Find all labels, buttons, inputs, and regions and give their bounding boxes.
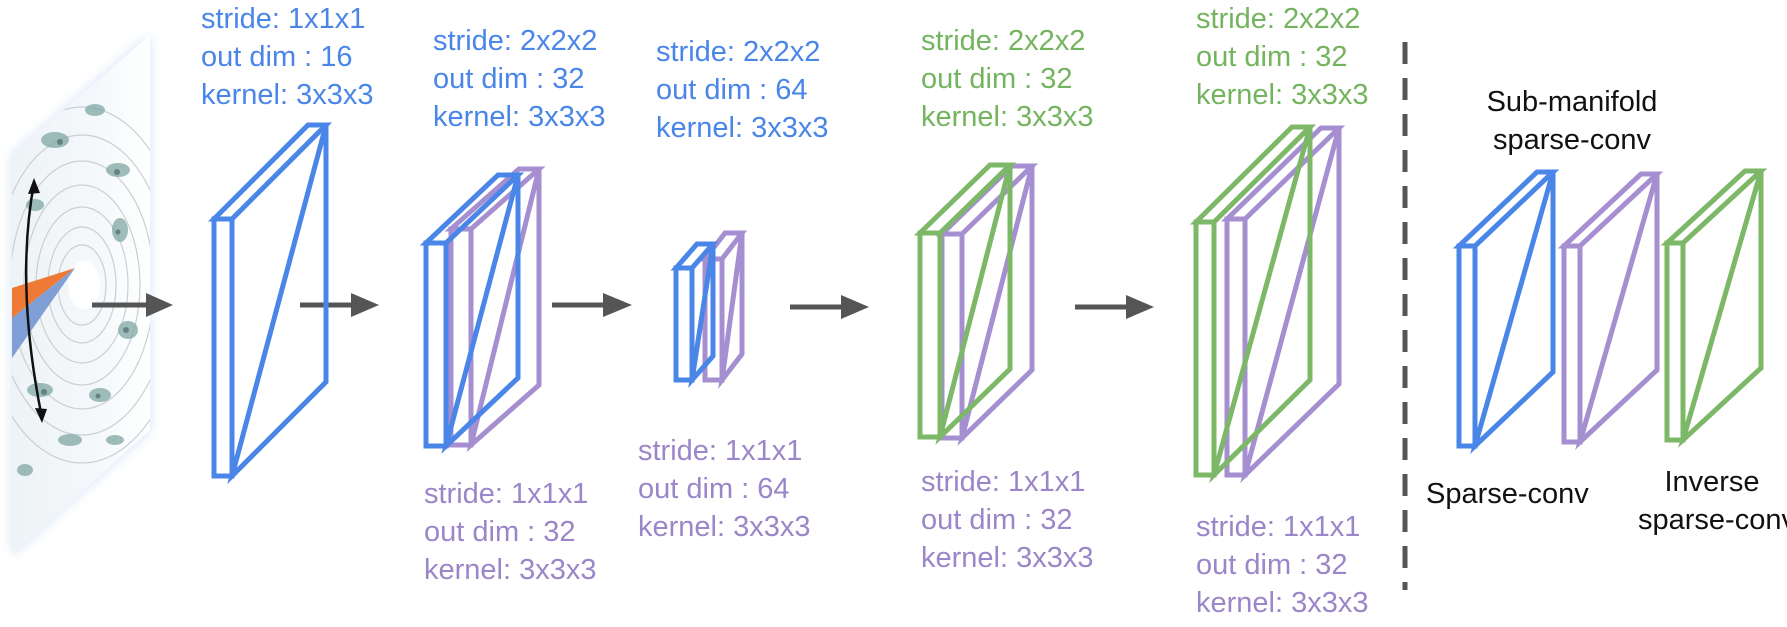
point-cloud-input-image — [12, 35, 150, 555]
stage-5-sub-out-dim: out dim : 32 — [1196, 549, 1348, 581]
stage-1-kernel: kernel: 3x3x3 — [201, 79, 374, 111]
stage-3-sub-stride: stride: 1x1x1 — [638, 435, 803, 467]
legend-submanifold-line-1: Sub-manifold — [1486, 86, 1658, 118]
layer-slabs — [207, 122, 1768, 485]
stage-5-up-spec: stride: 2x2x2 out dim : 32 kernel: 3x3x3 — [1196, 0, 1369, 114]
stage-2-down-stride: stride: 2x2x2 — [433, 25, 598, 57]
stage-5-up-out-dim: out dim : 32 — [1196, 41, 1348, 73]
legend-sparse-label: Sparse-conv — [1426, 475, 1589, 513]
stage-5-sub-kernel: kernel: 3x3x3 — [1196, 587, 1369, 619]
slab-stage-5-purple — [1220, 125, 1346, 484]
stage-3-sub-spec: stride: 1x1x1 out dim : 64 kernel: 3x3x3 — [638, 432, 811, 546]
stage-5-up-kernel: kernel: 3x3x3 — [1196, 79, 1369, 111]
stage-2-down-out-dim: out dim : 32 — [433, 63, 585, 95]
stage-4-up-stride: stride: 2x2x2 — [921, 25, 1086, 57]
flow-arrows — [92, 293, 1154, 319]
legend-sparse-slab — [1452, 169, 1560, 455]
stage-3-down-spec: stride: 2x2x2 out dim : 64 kernel: 3x3x3 — [656, 33, 829, 147]
stage-2-sub-kernel: kernel: 3x3x3 — [424, 554, 597, 586]
slab-stage-3-blue — [670, 241, 719, 389]
slab-stage-2-purple — [444, 166, 546, 453]
slab-stage-5-green — [1189, 124, 1317, 484]
stage-5-sub-stride: stride: 1x1x1 — [1196, 511, 1361, 543]
stage-4-up-kernel: kernel: 3x3x3 — [921, 101, 1094, 133]
flow-arrow — [300, 293, 379, 317]
legend-submanifold-line-2: sparse-conv — [1493, 124, 1651, 156]
slab-stage-4-purple — [935, 163, 1039, 446]
slab-stage-4-green — [913, 162, 1017, 445]
stage-3-down-out-dim: out dim : 64 — [656, 74, 808, 106]
legend-inverse-line-1: Inverse — [1664, 466, 1760, 498]
flow-arrow — [1075, 295, 1154, 319]
legend-submanifold-slab — [1557, 171, 1664, 451]
stage-1-stride: stride: 1x1x1 — [201, 3, 366, 35]
stage-1-spec: stride: 1x1x1 out dim : 16 kernel: 3x3x3 — [201, 0, 374, 114]
stage-4-sub-kernel: kernel: 3x3x3 — [921, 542, 1094, 574]
legend-inverse-line-2: sparse-conv — [1638, 504, 1787, 536]
stage-2-sub-stride: stride: 1x1x1 — [424, 478, 589, 510]
stage-4-up-out-dim: out dim : 32 — [921, 63, 1073, 95]
stage-3-sub-kernel: kernel: 3x3x3 — [638, 511, 811, 543]
stage-3-down-stride: stride: 2x2x2 — [656, 36, 821, 68]
flow-arrow — [790, 295, 869, 319]
stage-2-sub-spec: stride: 1x1x1 out dim : 32 kernel: 3x3x3 — [424, 475, 597, 589]
stage-5-sub-spec: stride: 1x1x1 out dim : 32 kernel: 3x3x3 — [1196, 508, 1369, 622]
legend-inverse-label: Inverse sparse-conv — [1638, 463, 1787, 539]
slab-stage-1-blue — [207, 122, 333, 485]
legend-submanifold-label: Sub-manifold sparse-conv — [1472, 83, 1672, 159]
stage-2-down-spec: stride: 2x2x2 out dim : 32 kernel: 3x3x3 — [433, 22, 606, 136]
flow-arrow — [92, 293, 173, 317]
stage-4-sub-out-dim: out dim : 32 — [921, 504, 1073, 536]
flow-arrow — [552, 293, 632, 317]
stage-3-sub-out-dim: out dim : 64 — [638, 473, 790, 505]
slab-stage-2-blue — [419, 172, 525, 454]
stage-3-down-kernel: kernel: 3x3x3 — [656, 112, 829, 144]
legend-inverse-slab — [1660, 168, 1768, 448]
stage-2-down-kernel: kernel: 3x3x3 — [433, 101, 606, 133]
stage-4-sub-stride: stride: 1x1x1 — [921, 466, 1086, 498]
stage-4-up-spec: stride: 2x2x2 out dim : 32 kernel: 3x3x3 — [921, 22, 1094, 136]
stage-4-sub-spec: stride: 1x1x1 out dim : 32 kernel: 3x3x3 — [921, 463, 1094, 577]
stage-2-sub-out-dim: out dim : 32 — [424, 516, 576, 548]
stage-1-out-dim: out dim : 16 — [201, 41, 353, 73]
stage-5-up-stride: stride: 2x2x2 — [1196, 3, 1361, 35]
legend-sparse-line-1: Sparse-conv — [1426, 478, 1589, 510]
